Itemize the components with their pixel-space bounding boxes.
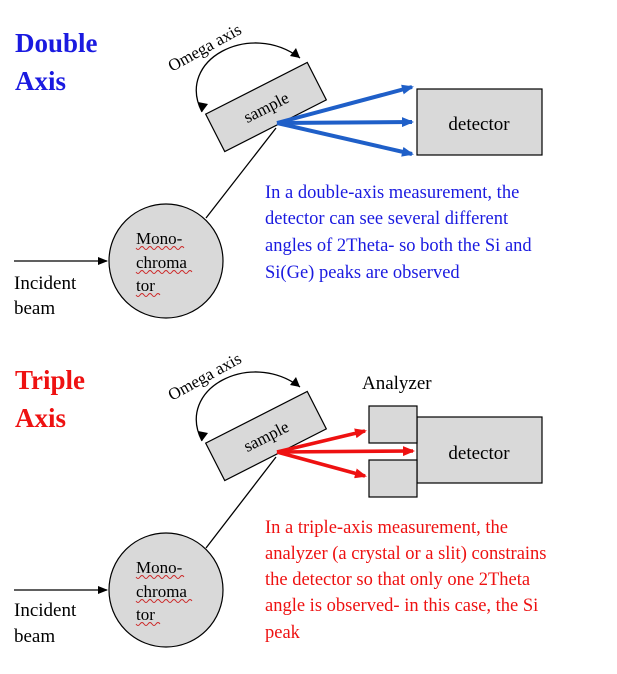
double-mono-underline1 xyxy=(135,246,185,250)
triple-mono-underline2 xyxy=(135,599,193,603)
double-sample: sample xyxy=(204,61,328,153)
double-axis-section: Double Axis Omega axis sample detector M… xyxy=(14,20,543,319)
double-incident-line2: beam xyxy=(14,298,55,319)
double-beam-middle xyxy=(276,117,414,128)
double-detector-box xyxy=(416,88,543,156)
triple-title-line1: Triple xyxy=(15,365,85,395)
double-title-line2: Axis xyxy=(15,66,66,96)
triple-mono-line2: chroma xyxy=(136,582,187,601)
triple-beam-lower xyxy=(276,450,367,479)
triple-note-line5: peak xyxy=(265,623,301,643)
analyzer-label: Analyzer xyxy=(362,373,432,394)
double-title-line1: Double xyxy=(15,28,98,58)
double-mono-line2: chroma xyxy=(136,253,187,272)
triple-detector-box xyxy=(416,416,543,484)
triple-omega-arc xyxy=(195,371,301,442)
double-beam-lower xyxy=(276,121,414,157)
triple-detector-label: detector xyxy=(448,443,510,464)
triple-title-line2: Axis xyxy=(15,403,66,433)
double-note-line1: In a double-axis measurement, the xyxy=(265,183,519,203)
double-omega-arrowhead-top xyxy=(290,48,300,58)
double-incident-line1: Incident xyxy=(14,273,77,294)
triple-sample-box xyxy=(204,390,328,482)
triple-omega-arrowhead-top xyxy=(290,377,300,387)
triple-note-line1: In a triple-axis measurement, the xyxy=(265,518,508,538)
triple-mono-underline1 xyxy=(135,575,185,579)
triple-mono-underline3 xyxy=(135,622,161,626)
double-mono-line1: Mono- xyxy=(136,229,183,248)
analyzer-crystal-upper xyxy=(368,405,418,444)
double-note-line3: angles of 2Theta- so both the Si and xyxy=(265,236,532,256)
double-mono-underline3 xyxy=(135,293,161,297)
triple-beam-upper xyxy=(276,428,367,454)
double-omega-label: Omega axis xyxy=(165,20,245,76)
double-mono-underline2 xyxy=(135,270,193,274)
triple-omega-arrowhead-bottom xyxy=(198,431,208,441)
analyzer-crystal-lower xyxy=(368,459,418,498)
double-omega-arc xyxy=(195,42,301,113)
double-mono-to-sample-beam xyxy=(205,127,277,219)
triple-mono-line3: tor xyxy=(136,605,155,624)
triple-monochromator xyxy=(108,532,224,648)
double-monochromator xyxy=(108,203,224,319)
triple-sample: sample xyxy=(204,390,328,482)
double-detector-label: detector xyxy=(448,114,510,135)
triple-incident-line2: beam xyxy=(14,626,55,647)
double-sample-box xyxy=(204,61,328,153)
triple-note-line4: angle is observed- in this case, the Si xyxy=(265,596,538,616)
triple-mono-line1: Mono- xyxy=(136,558,183,577)
triple-axis-section: Triple Axis Omega axis sample Analyzer d… xyxy=(14,349,547,648)
triple-note-line2: analyzer (a crystal or a slit) constrain… xyxy=(265,544,547,564)
double-note-line2: detector can see several different xyxy=(265,209,509,229)
double-mono-line3: tor xyxy=(136,276,155,295)
double-beam-upper xyxy=(276,84,414,125)
triple-omega-label: Omega axis xyxy=(165,349,245,405)
triple-beam-middle xyxy=(276,446,415,457)
triple-mono-to-sample-beam xyxy=(205,456,277,549)
double-omega-arrowhead-bottom xyxy=(198,102,208,112)
double-note-line4: Si(Ge) peaks are observed xyxy=(265,263,460,283)
triple-incident-line1: Incident xyxy=(14,600,77,621)
triple-note-line3: the detector so that only one 2Theta xyxy=(265,570,530,590)
